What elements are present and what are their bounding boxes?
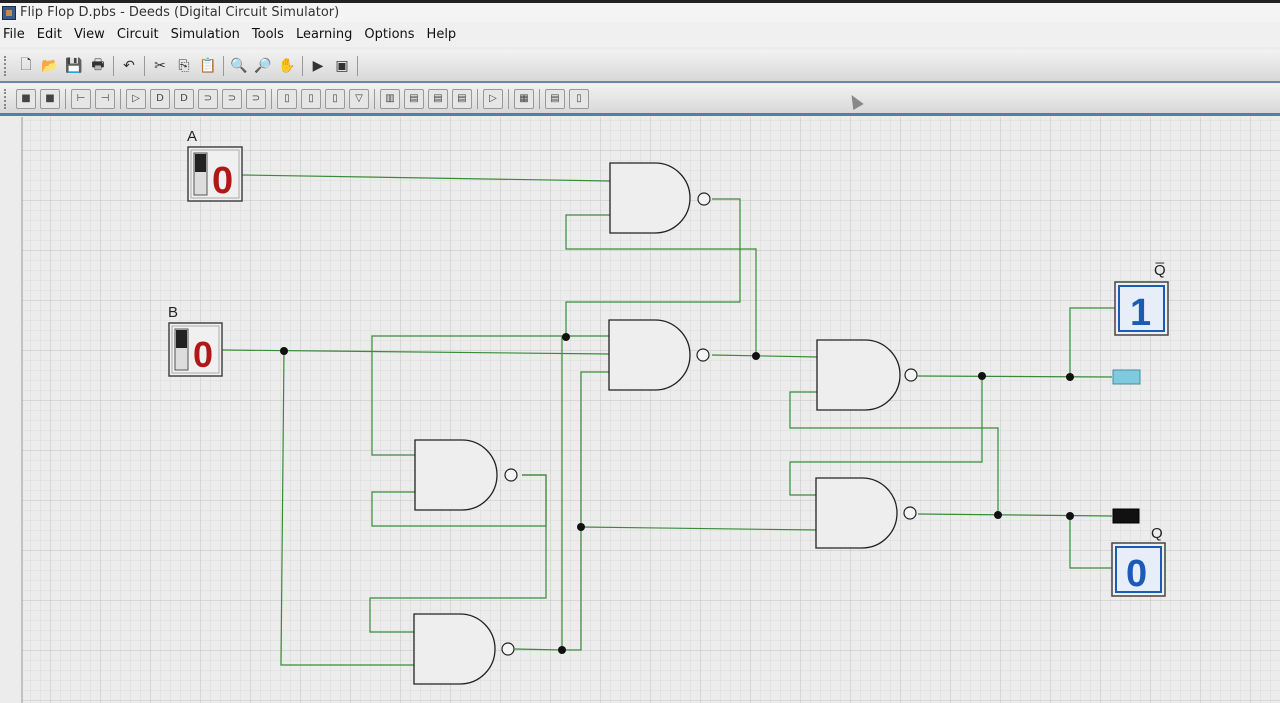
output-q-value: 0	[1126, 553, 1147, 595]
display-icon[interactable]: ▷	[483, 88, 503, 109]
title-bar: Flip Flop D.pbs - Deeds (Digital Circuit…	[0, 0, 1280, 22]
label-icon-2[interactable]: ▯	[569, 88, 589, 109]
wire-qbar	[1069, 307, 1115, 377]
wire-g1-feedback	[565, 214, 757, 355]
input-switch-a[interactable]: A 0	[187, 128, 243, 202]
input-a-value: 0	[212, 160, 233, 202]
switch-toggle-a	[195, 154, 206, 172]
clock-icon[interactable]: ▤	[452, 88, 472, 109]
led-q	[1112, 508, 1140, 524]
nand-gate-3[interactable]	[414, 439, 518, 511]
timing-icon[interactable]: ▣	[335, 57, 349, 74]
nand-gate-5[interactable]	[816, 339, 918, 411]
pan-hand-icon[interactable]: ✋	[278, 57, 296, 74]
menu-tools[interactable]: Tools	[251, 27, 284, 42]
zoom-out-icon[interactable]: 🔎	[254, 57, 272, 74]
wire-b-g4	[280, 349, 415, 666]
input-switch-b[interactable]: B 0	[168, 304, 223, 377]
wire-icon[interactable]: ⊢	[71, 88, 91, 109]
input-switch-icon[interactable]: ■	[16, 88, 36, 109]
toolbar-grip[interactable]	[4, 88, 10, 109]
nand-gate-6[interactable]	[815, 477, 917, 549]
wire-g3-out	[369, 474, 547, 633]
wire-g5-out	[917, 375, 1113, 378]
play-icon[interactable]: ▶	[312, 57, 324, 74]
wire-g5-feedback	[789, 391, 999, 515]
zoom-in-icon[interactable]: 🔍	[230, 57, 248, 74]
undo-icon[interactable]: ↶	[123, 57, 135, 74]
menu-bar: File Edit View Circuit Simulation Tools …	[0, 22, 1280, 47]
mux-icon[interactable]: ▽	[349, 88, 369, 109]
memory-icon[interactable]: ▤	[428, 88, 448, 109]
latch-icon[interactable]: ▯	[301, 88, 321, 109]
register-icon[interactable]: ▤	[404, 88, 424, 109]
junctions	[280, 333, 1074, 654]
menu-view[interactable]: View	[73, 27, 105, 42]
menu-circuit[interactable]: Circuit	[116, 27, 159, 42]
output-qbar-label: Q̅	[1154, 262, 1166, 279]
print-icon[interactable]: 🖶	[91, 56, 105, 73]
output-led-icon[interactable]: ■	[40, 88, 60, 109]
keyboard-icon[interactable]: ▦	[514, 88, 534, 109]
new-file-icon[interactable]: 🗋	[20, 56, 32, 73]
wire-g1-out	[565, 198, 741, 336]
output-display-qbar: Q̅ 1	[1114, 262, 1169, 336]
wire-g2-in3	[562, 371, 610, 651]
input-a-label: A	[187, 128, 197, 145]
counter-icon[interactable]: ▯	[325, 88, 345, 109]
wire-q	[1069, 516, 1112, 569]
output-q-label: Q	[1151, 525, 1163, 542]
window-title: Flip Flop D.pbs - Deeds (Digital Circuit…	[20, 5, 340, 20]
save-icon[interactable]: 💾	[65, 57, 83, 74]
output-display-q: Q 0	[1111, 525, 1166, 597]
nand-gate-1[interactable]	[609, 162, 711, 234]
cut-icon[interactable]: ✂	[154, 57, 166, 74]
input-b-value: 0	[193, 334, 213, 375]
app-icon	[2, 5, 16, 20]
wire-g6-in2	[580, 526, 819, 531]
wire-a	[241, 174, 611, 182]
and-gate-icon[interactable]: D	[150, 88, 170, 109]
decoder-icon[interactable]: ▥	[380, 88, 400, 109]
menu-edit[interactable]: Edit	[36, 27, 62, 42]
bus-icon[interactable]: ⊣	[95, 88, 115, 109]
nor-gate-icon[interactable]: ⊃	[222, 88, 242, 109]
menu-simulation[interactable]: Simulation	[170, 27, 240, 42]
switch-toggle-b	[176, 330, 187, 348]
wire-g6-in1	[789, 376, 983, 496]
label-icon[interactable]: ▤	[545, 88, 565, 109]
wire-g6-out	[917, 513, 1113, 517]
wire-g2-out	[711, 354, 819, 358]
flip-flop-icon[interactable]: ▯	[277, 88, 297, 109]
component-toolbar: ■ ■ ⊢ ⊣ ▷ D D ⊃ ⊃ ⊃ ▯ ▯ ▯ ▽ ▥ ▤ ▤ ▤ ▷ ▦ …	[0, 84, 1280, 116]
menu-options[interactable]: Options	[364, 27, 415, 42]
open-folder-icon[interactable]: 📂	[41, 57, 59, 74]
main-toolbar: 🗋 📂 💾 🖶 ↶ ✂ ⎘ 📋 🔍 🔎 ✋ ▶ ▣	[0, 50, 1280, 83]
toolbar-grip[interactable]	[4, 55, 10, 76]
input-b-label: B	[168, 304, 178, 321]
output-qbar-value: 1	[1130, 292, 1151, 334]
wire-g3-in1	[371, 335, 566, 456]
nand-gate-icon[interactable]: D	[174, 88, 194, 109]
led-qbar	[1112, 369, 1141, 385]
menu-file[interactable]: File	[3, 27, 25, 42]
paste-icon[interactable]: 📋	[199, 57, 217, 74]
copy-icon[interactable]: ⎘	[178, 57, 190, 74]
circuit-canvas[interactable]: A 0 B 0 Q̅ 1 Q 0	[0, 117, 1280, 703]
nand-gate-2[interactable]	[608, 319, 710, 391]
buffer-icon[interactable]: ▷	[126, 88, 146, 109]
xor-gate-icon[interactable]: ⊃	[246, 88, 266, 109]
menu-learning[interactable]: Learning	[295, 27, 353, 42]
nand-gate-4[interactable]	[413, 613, 515, 685]
menu-help[interactable]: Help	[426, 27, 457, 42]
or-gate-icon[interactable]: ⊃	[198, 88, 218, 109]
